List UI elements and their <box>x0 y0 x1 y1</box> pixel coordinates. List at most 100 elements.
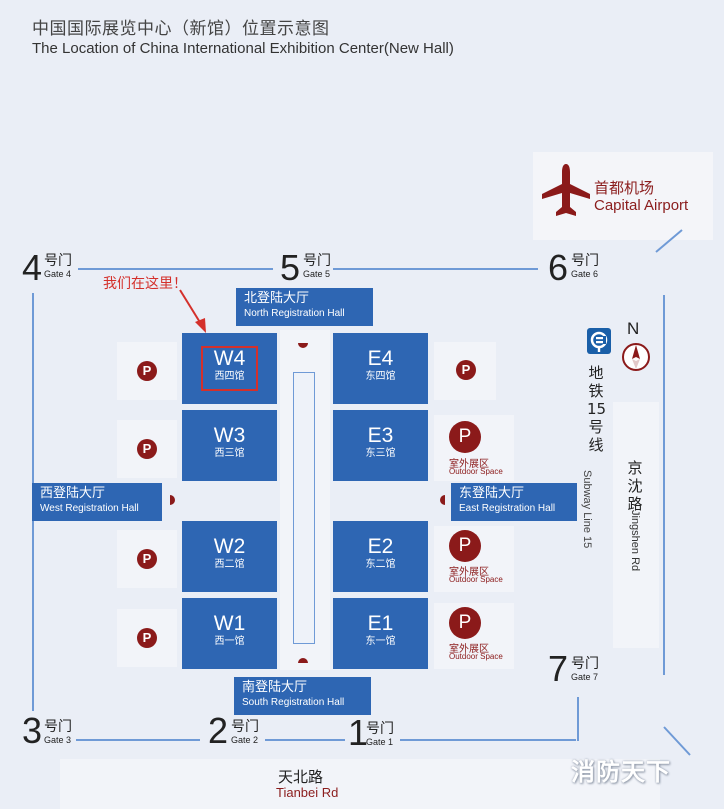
road-north-west <box>78 268 273 270</box>
parking-icon: P <box>449 530 481 562</box>
hall-w3-label: 西三馆 <box>214 448 245 459</box>
hall-w2: W2 西二馆 <box>182 521 277 592</box>
hall-w4-code: W4 <box>213 347 246 370</box>
gate-1: 1 <box>348 715 368 751</box>
east-registration-hall-label: 东登陆大厅 <box>459 486 525 501</box>
parking-west-4: P <box>117 609 177 667</box>
parking-icon: P <box>137 549 157 569</box>
road-east-lower <box>577 697 579 741</box>
outdoor-space-label-english: Outdoor Space <box>449 467 503 476</box>
map-title-english: The Location of China International Exhi… <box>32 40 454 57</box>
outdoor-space-e2: P 室外展区 Outdoor Space <box>434 526 514 592</box>
hall-e1-code: E1 <box>367 612 394 635</box>
gate-5-number: 5 <box>280 247 301 288</box>
airport-label: 首都机场 <box>594 179 655 197</box>
outdoor-space-e1: P 室外展区 Outdoor Space <box>434 603 514 669</box>
south-entrance-marker <box>298 658 308 663</box>
gate-1-label: 号门 <box>366 721 394 737</box>
gate-7-labels: 号门 Gate 7 <box>571 656 599 682</box>
outdoor-space-label: 室外展区 <box>449 567 489 578</box>
gate-7-number: 7 <box>548 648 569 689</box>
outdoor-space-e3: P 室外展区 Outdoor Space <box>434 415 514 481</box>
you-are-here-label: 我们在这里！ <box>103 276 187 292</box>
gate-5: 5 <box>280 250 300 286</box>
east-entrance-marker <box>440 495 445 505</box>
gate-5-labels: 号门 Gate 5 <box>303 253 331 279</box>
gate-4-label: 号门 <box>44 253 72 269</box>
gate-3-number: 3 <box>22 710 43 751</box>
parking-east-1: P <box>434 342 496 400</box>
hall-e2-label: 东二馆 <box>365 559 396 570</box>
gate-4: 4 <box>22 250 42 286</box>
gate-3-label: 号门 <box>44 719 72 735</box>
tianbei-road-label-english: Tianbei Rd <box>276 785 339 800</box>
west-registration-hall-label: 西登陆大厅 <box>40 486 106 501</box>
parking-icon: P <box>137 439 157 459</box>
parking-icon: P <box>449 607 481 639</box>
road-south-mid <box>265 739 345 741</box>
airplane-icon <box>542 164 590 216</box>
parking-west-1: P <box>117 342 177 400</box>
hall-e4-code: E4 <box>367 347 394 370</box>
north-registration-hall-label-english: North Registration Hall <box>244 308 345 319</box>
road-south-west <box>76 739 200 741</box>
gate-2-label-english: Gate 2 <box>231 735 259 745</box>
hall-w4-label: 西四馆 <box>214 371 245 382</box>
map-title: 中国国际展览中心（新馆）位置示意图 <box>32 19 330 39</box>
south-registration-hall: 南登陆大厅 South Registration Hall <box>234 677 371 715</box>
parking-icon: P <box>137 361 157 381</box>
gate-7-label: 号门 <box>571 656 599 672</box>
east-registration-hall: 东登陆大厅 East Registration Hall <box>451 483 577 521</box>
gate-1-label-english: Gate 1 <box>366 737 394 747</box>
hall-e1: E1 东一馆 <box>333 598 428 669</box>
gate-2: 2 <box>208 713 228 749</box>
metro-line-label: 地铁15号线 <box>587 364 607 454</box>
hall-w2-label: 西二馆 <box>214 559 245 570</box>
hall-w2-code: W2 <box>213 535 246 558</box>
west-registration-hall: 西登陆大厅 West Registration Hall <box>32 483 162 521</box>
gate-2-label: 号门 <box>231 719 259 735</box>
gate-7-label-english: Gate 7 <box>571 672 599 682</box>
you-are-here-arrow-icon <box>179 289 206 333</box>
gate-6: 6 <box>548 250 568 286</box>
hall-e3: E3 东三馆 <box>333 410 428 481</box>
jingshen-road-band <box>613 402 659 648</box>
watermark: 消防天下 <box>571 758 671 786</box>
east-registration-hall-label-english: East Registration Hall <box>459 503 556 514</box>
gate-3-labels: 号门 Gate 3 <box>44 719 72 745</box>
road-jingshen <box>663 295 665 675</box>
compass-icon <box>622 343 650 371</box>
gate-1-labels: 号门 Gate 1 <box>366 721 394 747</box>
west-registration-hall-label-english: West Registration Hall <box>40 503 139 514</box>
road-southeast-curve <box>663 726 691 756</box>
west-entrance-marker <box>170 495 175 505</box>
jingshen-road-label: 京沈路 <box>627 459 643 513</box>
north-registration-hall: 北登陆大厅 North Registration Hall <box>236 288 373 326</box>
hall-w4-highlight <box>201 346 258 391</box>
hall-e4-label: 东四馆 <box>365 371 396 382</box>
hall-e2-code: E2 <box>367 535 394 558</box>
gate-6-labels: 号门 Gate 6 <box>571 253 599 279</box>
gate-6-label: 号门 <box>571 253 599 269</box>
hall-e1-label: 东一馆 <box>365 636 396 647</box>
gate-5-label-english: Gate 5 <box>303 269 331 279</box>
jingshen-road-label-english: Jingshen Rd <box>629 510 641 572</box>
gate-2-labels: 号门 Gate 2 <box>231 719 259 745</box>
compass-north-label: N <box>627 319 640 338</box>
north-entrance-marker <box>298 343 308 348</box>
gate-4-label-english: Gate 4 <box>44 269 72 279</box>
gate-3-label-english: Gate 3 <box>44 735 72 745</box>
hall-e3-code: E3 <box>367 424 394 447</box>
gate-4-number: 4 <box>22 247 43 288</box>
gate-3: 3 <box>22 713 42 749</box>
hall-w4: W4 西四馆 <box>182 333 277 404</box>
hall-w1-code: W1 <box>213 612 246 635</box>
outdoor-space-label-english: Outdoor Space <box>449 652 503 661</box>
south-registration-hall-label: 南登陆大厅 <box>242 680 308 695</box>
road-south-east <box>400 739 576 741</box>
gate-4-labels: 号门 Gate 4 <box>44 253 72 279</box>
outdoor-space-label: 室外展区 <box>449 644 489 655</box>
parking-west-3: P <box>117 530 177 588</box>
road-north-east <box>333 268 538 270</box>
